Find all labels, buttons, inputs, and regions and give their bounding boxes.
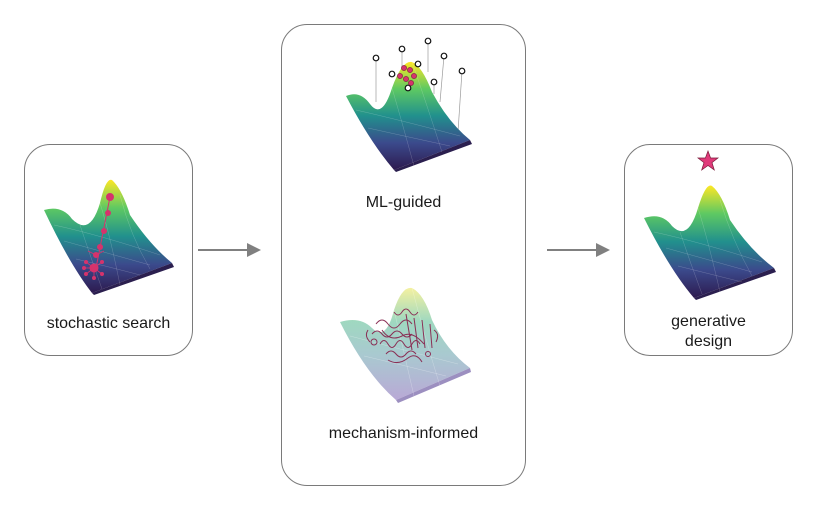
generative-design-label-line1: generative [671,313,746,330]
arrow-right-icon [198,243,261,257]
mechanism-landscape [340,287,471,403]
stochastic-search-label: stochastic search [46,315,171,332]
ml-guided-landscape [346,37,472,172]
stochastic-landscape [44,179,174,295]
arrow-right-icon [547,243,610,257]
ml-guided-label: ML-guided [365,194,442,211]
protein-structure-icon [365,308,439,364]
generative-design-label-line2: design [684,333,733,350]
generative-landscape [644,185,776,300]
star-icon [696,149,720,171]
selected-points [397,65,417,86]
mechanism-informed-label: mechanism-informed [328,425,479,442]
search-trajectory [82,193,114,280]
candidate-points [372,37,466,92]
